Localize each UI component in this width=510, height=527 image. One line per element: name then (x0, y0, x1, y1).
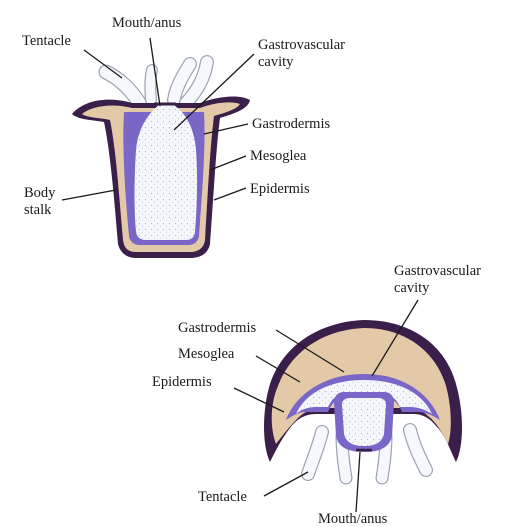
medusa-leader-mouth (356, 452, 360, 512)
medusa-label-cavity-2: cavity (394, 280, 430, 296)
polyp-label-gastrodermis: Gastrodermis (252, 116, 330, 132)
polyp-gastrovascular-cavity (135, 104, 198, 240)
medusa-manubrium-cavity (342, 398, 386, 446)
medusa-label-epidermis: Epidermis (152, 374, 212, 390)
polyp-label-cavity-1: Gastrovascular (258, 37, 345, 53)
polyp-leader-epidermis (214, 188, 246, 200)
medusa-leader-tentacle (264, 472, 308, 496)
medusa-label-cavity-1: Gastrovascular (394, 263, 481, 279)
polyp-label-cavity-2: cavity (258, 54, 294, 70)
polyp-label-mouth: Mouth/anus (112, 15, 182, 31)
polyp-label-stalk-1: Body (24, 185, 56, 201)
polyp-label-epidermis: Epidermis (250, 181, 310, 197)
medusa-label-gastrodermis: Gastrodermis (178, 320, 256, 336)
medusa-diagram: Gastrovascular cavity Gastrodermis Mesog… (152, 263, 481, 527)
polyp-label-tentacle: Tentacle (22, 33, 71, 49)
medusa-label-mouth: Mouth/anus (318, 511, 388, 527)
polyp-diagram: Mouth/anus Tentacle Gastrovascular cavit… (22, 15, 345, 258)
medusa-label-mesoglea: Mesoglea (178, 346, 235, 362)
medusa-label-tentacle: Tentacle (198, 489, 247, 505)
polyp-label-mesoglea: Mesoglea (250, 148, 307, 164)
polyp-label-stalk-2: stalk (24, 202, 52, 218)
polyp-leader-stalk (62, 190, 116, 200)
